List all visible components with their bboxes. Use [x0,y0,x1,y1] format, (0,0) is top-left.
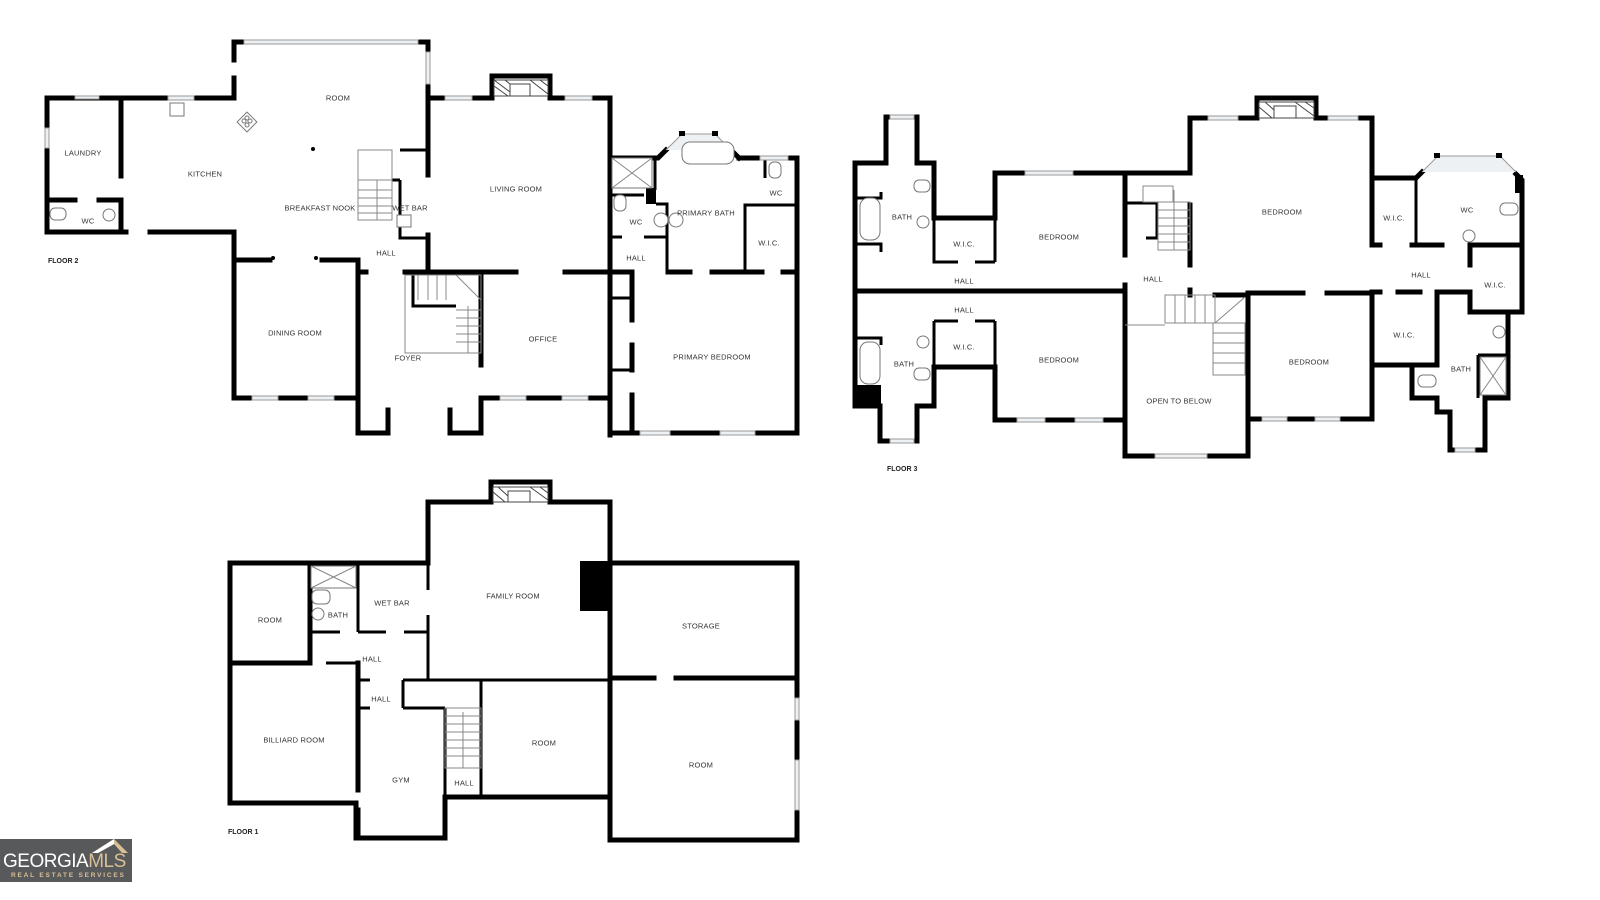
room-label-dining-room: DINING ROOM [268,328,322,338]
logo-tagline: REAL ESTATE SERVICES [11,872,126,879]
room-label-hall-1: HALL [954,276,974,286]
room-label-laundry: LAUNDRY [64,148,102,158]
room-label-room: ROOM [325,93,351,103]
room-label-wc-2: WC [629,217,643,227]
room-label-primary-bath: PRIMARY BATH [677,208,735,218]
room-label-bedroom-2: BEDROOM [1261,207,1303,217]
room-label-wic-2: W.I.C. [1383,213,1405,223]
room-label-billiard-room: BILLIARD ROOM [263,735,325,745]
room-label-room-2: ROOM [531,738,557,748]
room-label-wc: WC [81,216,95,226]
room-label-bedroom-3: BEDROOM [1038,355,1080,365]
room-label-hall-2: HALL [371,694,391,704]
room-label-room-1: ROOM [257,615,283,625]
floor-label-floor2: FLOOR 2 [48,258,79,265]
floor-label-floor1: FLOOR 1 [228,829,259,836]
georgia-mls-logo: GEORGIAMLS REAL ESTATE SERVICES [0,839,132,882]
room-label-wc-3: WC [769,188,783,198]
room-label-wic-5: W.I.C. [1393,330,1415,340]
room-label-bath: BATH [327,610,349,620]
room-label-kitchen: KITCHEN [187,169,223,179]
roof-icon [92,839,128,853]
room-label-bath-1: BATH [891,212,913,222]
room-label-bedroom-4: BEDROOM [1288,357,1330,367]
room-label-bath-3: BATH [1450,364,1472,374]
floor3-walls [852,95,1525,459]
room-label-hall: HALL [376,248,396,258]
room-label-gym: GYM [392,775,410,785]
room-label-wet-bar: WET BAR [374,598,410,608]
floor1-walls [227,479,800,843]
room-label-office: OFFICE [528,334,558,344]
logo-wordmark: GEORGIAMLS [3,851,126,873]
room-label-hall-2: HALL [1143,274,1163,284]
room-label-bath-2: BATH [893,359,915,369]
room-label-room-3: ROOM [688,760,714,770]
room-label-hall-1: HALL [362,654,382,664]
room-label-wic-1: W.I.C. [953,239,975,249]
room-label-hall-3: HALL [1411,270,1431,280]
room-label-living-room: LIVING ROOM [489,184,543,194]
room-label-breakfast-nook: BREAKFAST NOOK [284,203,356,213]
logo-accent: MLS [88,851,126,872]
room-label-wic-3: W.I.C. [1484,280,1506,290]
room-label-wet-bar: WET BAR [392,203,428,213]
floor-label-floor3: FLOOR 3 [887,466,918,473]
room-label-hall-2: HALL [626,253,646,263]
room-label-primary-bedroom: PRIMARY BEDROOM [673,352,751,362]
room-label-foyer: FOYER [394,353,422,363]
room-label-hall-3: HALL [454,778,474,788]
room-label-wc: WC [1460,205,1474,215]
room-label-family-room: FAMILY ROOM [486,591,540,601]
room-label-hall-4: HALL [954,305,974,315]
logo-primary: GEORGIA [3,851,89,872]
room-label-bedroom-1: BEDROOM [1038,232,1080,242]
floor2-walls [44,39,800,438]
room-label-open-to-below: OPEN TO BELOW [1146,396,1212,406]
room-label-wic-4: W.I.C. [953,342,975,352]
room-label-wic: W.I.C. [758,238,780,248]
room-label-storage: STORAGE [682,621,720,631]
